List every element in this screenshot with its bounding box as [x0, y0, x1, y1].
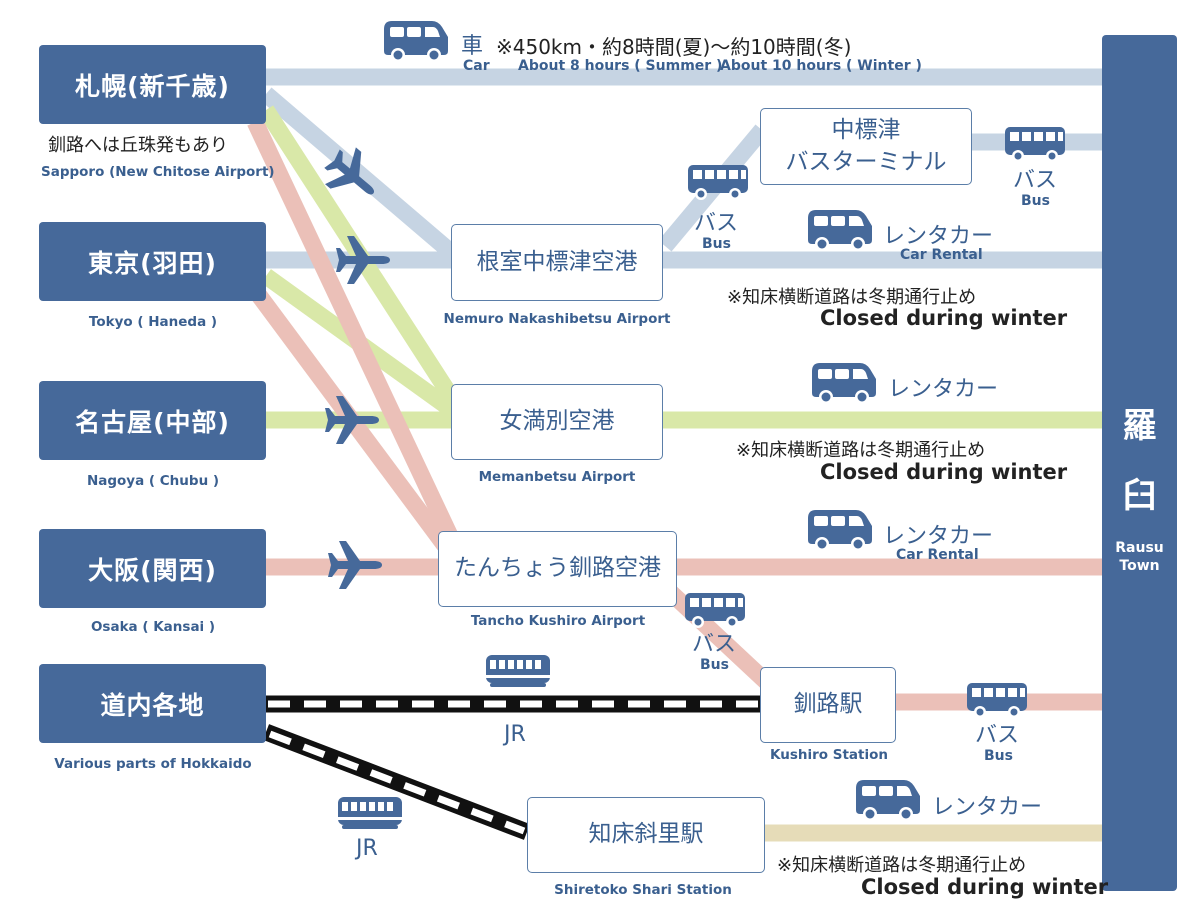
bus-jp-terminal: バス: [1013, 168, 1058, 193]
memanbetsu-airport-en: Memanbetsu Airport: [478, 469, 636, 485]
bus-jp-kushiro-airport: バス: [692, 632, 737, 657]
rental-jp-memanbetsu: レンタカー: [888, 377, 999, 402]
train-icon-kushiro: [486, 655, 550, 687]
winter-note-en-shari: Closed during winter: [861, 875, 1109, 899]
shari-station-en: Shiretoko Shari Station: [554, 882, 732, 898]
rental-jp-nemuro: レンタカー: [883, 224, 994, 249]
winter-note-jp-nemuro: ※知床横断道路は冬期通行止め: [727, 287, 977, 308]
hub-nakashibetsu-terminal: 中標津 バスターミナル: [760, 108, 972, 185]
rausu-en: Rausu Town: [1102, 539, 1177, 575]
bus-en-kushiro-station: Bus: [984, 748, 1013, 764]
bus-jp-nemuro: バス: [694, 211, 739, 236]
car-time-note: ※450km・約8時間(夏)〜約10時間(冬): [496, 35, 852, 59]
train-icon-shari: [338, 797, 402, 829]
hub-kushiro-airport: たんちょう釧路空港: [438, 531, 677, 607]
bus-en-kushiro-airport: Bus: [700, 657, 729, 673]
car-en-label: Car: [463, 58, 490, 74]
car-icon-shari: [856, 780, 920, 821]
nagoya-en: Nagoya ( Chubu ): [86, 473, 220, 489]
car-icon-memanbetsu: [812, 363, 876, 404]
plane-icon-osaka: [328, 541, 382, 589]
terminal-line1: 中標津: [831, 117, 901, 144]
winter-note-en-nemuro: Closed during winter: [820, 306, 1068, 330]
hub-nemuro-airport: 根室中標津空港: [451, 224, 663, 301]
destination-rausu: 羅 臼 Rausu Town: [1102, 35, 1177, 891]
bus-en-terminal: Bus: [1021, 193, 1050, 209]
sapporo-en: Sapporo (New Chitose Airport): [41, 164, 275, 180]
origin-osaka: 大阪(関西): [39, 529, 266, 608]
sapporo-note: 釧路へは丘珠発もあり: [48, 135, 228, 156]
origin-tokyo: 東京(羽田): [39, 222, 266, 301]
jr-label-kushiro: JR: [504, 722, 526, 747]
bus-icon-terminal: [1005, 127, 1065, 162]
rental-jp-kushiro: レンタカー: [883, 524, 994, 549]
kushiro-airport-en: Tancho Kushiro Airport: [470, 613, 646, 629]
hub-kushiro-station: 釧路駅: [760, 667, 896, 743]
rental-jp-shari: レンタカー: [932, 795, 1043, 820]
kushiro-station-label: 釧路駅: [793, 691, 863, 718]
car-icon-top: [384, 21, 448, 62]
origin-hokkaido: 道内各地: [39, 664, 266, 743]
rausu-jp-bottom: 臼: [1122, 476, 1157, 516]
car-icon-kushiro: [808, 510, 872, 551]
origin-tokyo-label: 東京(羽田): [88, 248, 217, 278]
route-sapporo-kushiro: [247, 118, 460, 544]
car-summer-label: About 8 hours ( Summer ): [518, 58, 723, 74]
car-winter-label: About 10 hours ( Winter ): [720, 58, 922, 74]
kushiro-station-en: Kushiro Station: [770, 747, 888, 763]
origin-osaka-label: 大阪(関西): [88, 555, 217, 585]
origin-nagoya: 名古屋(中部): [39, 381, 266, 460]
hub-shari-station: 知床斜里駅: [527, 797, 765, 873]
osaka-en: Osaka ( Kansai ): [90, 619, 216, 635]
shari-station-label: 知床斜里駅: [588, 821, 704, 848]
origin-sapporo-label: 札幌(新千歳): [75, 71, 230, 101]
nemuro-airport-en: Nemuro Nakashibetsu Airport: [443, 311, 671, 327]
winter-note-jp-memanbetsu: ※知床横断道路は冬期通行止め: [736, 440, 986, 461]
origin-hokkaido-label: 道内各地: [100, 690, 205, 720]
origin-nagoya-label: 名古屋(中部): [75, 407, 230, 437]
memanbetsu-airport-label: 女満別空港: [499, 408, 615, 435]
jr-label-shari: JR: [356, 836, 378, 861]
car-jp-label: 車: [461, 34, 484, 59]
bus-icon-kushiro-station: [967, 683, 1027, 718]
jr-lines: [262, 695, 760, 840]
winter-note-jp-shari: ※知床横断道路は冬期通行止め: [777, 855, 1027, 876]
winter-note-en-memanbetsu: Closed during winter: [820, 460, 1068, 484]
tokyo-en: Tokyo ( Haneda ): [88, 314, 218, 330]
bus-en-nemuro: Bus: [702, 236, 731, 252]
origin-sapporo: 札幌(新千歳): [39, 45, 266, 124]
car-icon-nemuro: [808, 210, 872, 251]
rausu-en-line1: Rausu: [1115, 540, 1164, 556]
terminal-line2: バスターミナル: [785, 148, 947, 175]
rental-en-kushiro: Car Rental: [896, 547, 979, 563]
nemuro-airport-label: 根室中標津空港: [476, 248, 638, 275]
rental-en-nemuro: Car Rental: [900, 247, 983, 263]
rausu-en-line2: Town: [1119, 558, 1160, 575]
kushiro-airport-label: たんちょう釧路空港: [454, 555, 661, 582]
rausu-jp-top: 羅: [1122, 406, 1157, 446]
bus-jp-kushiro-station: バス: [975, 723, 1020, 748]
hokkaido-en: Various parts of Hokkaido: [54, 756, 252, 772]
hub-memanbetsu-airport: 女満別空港: [451, 384, 663, 460]
